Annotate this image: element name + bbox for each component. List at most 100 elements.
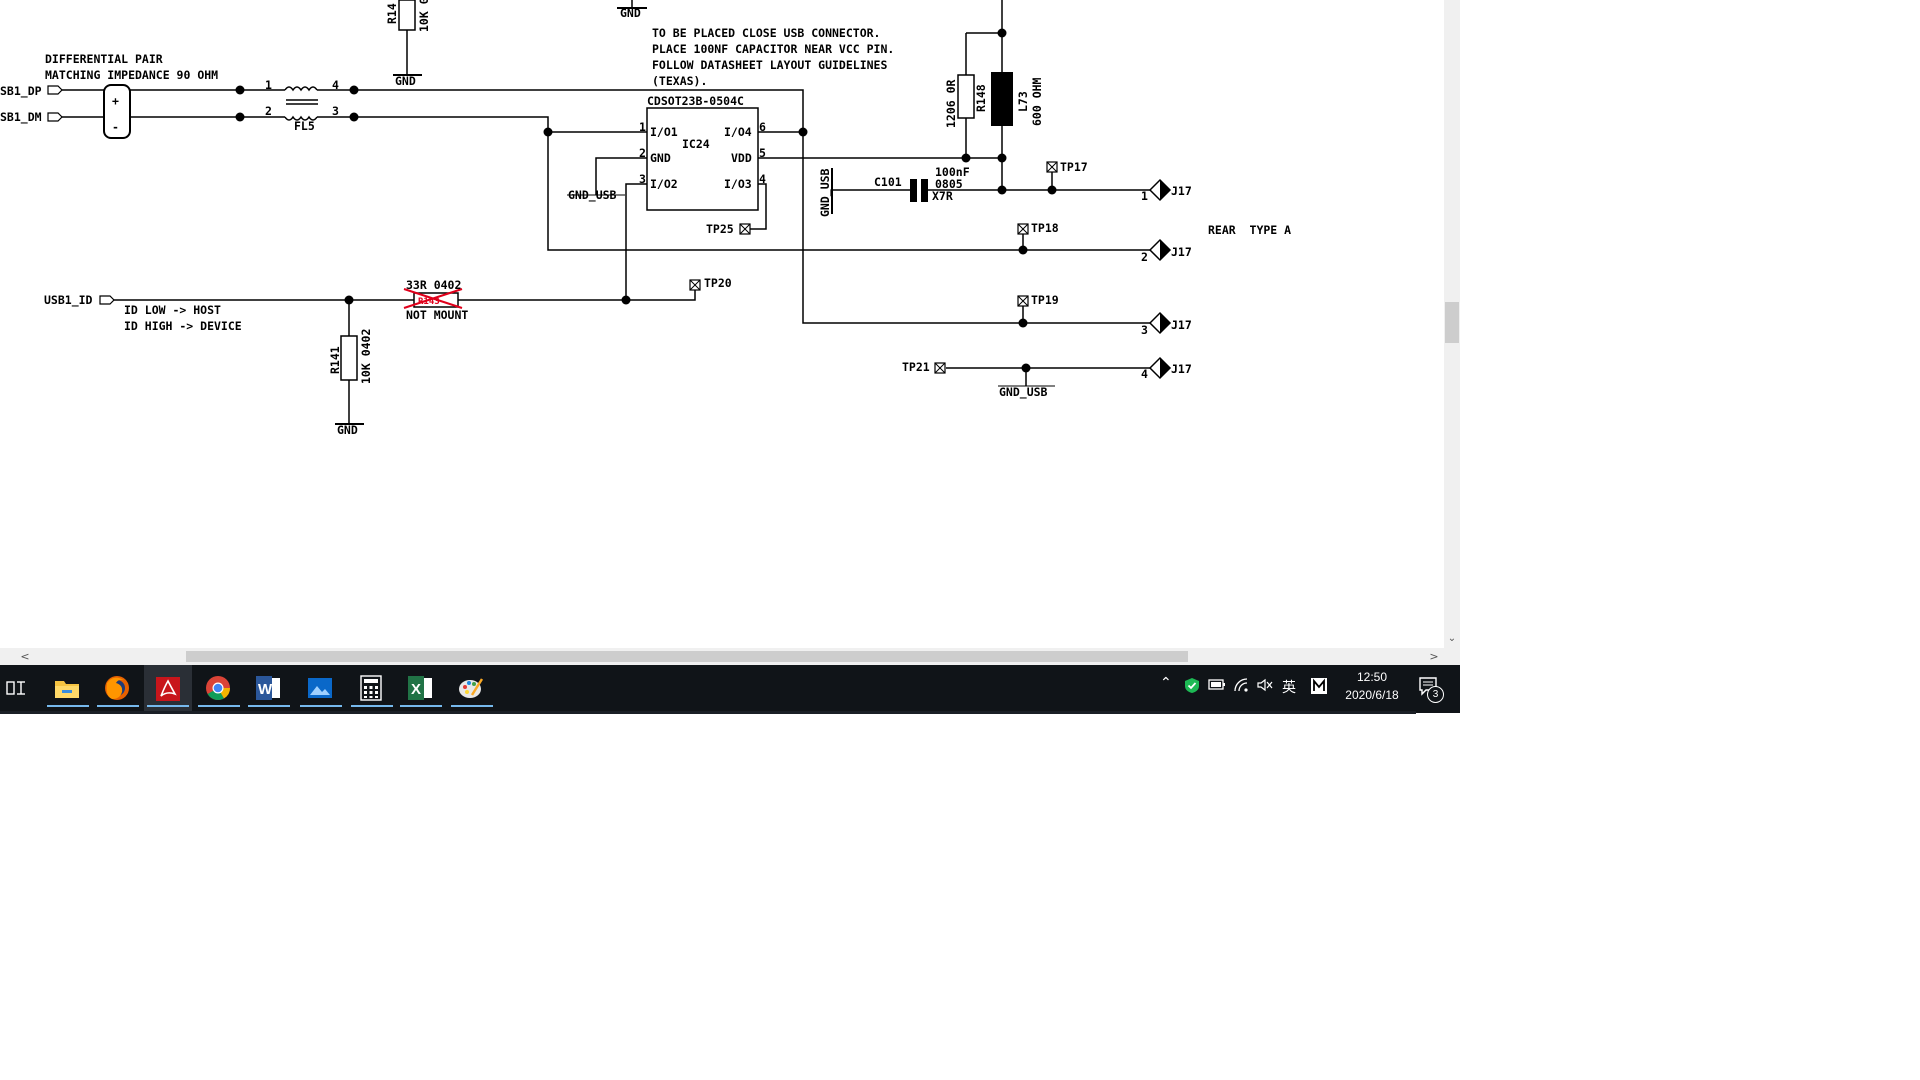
net-label-dn: SB1_DM — [0, 110, 42, 125]
r148-ref-label: R148 — [974, 84, 988, 112]
l73-body — [991, 72, 1013, 126]
j17-pin4-label: J17 — [1171, 362, 1192, 376]
net-label-dp: SB1_DP — [0, 84, 42, 99]
ime-mode-icon[interactable] — [1310, 677, 1328, 699]
acrobat-running-indicator — [147, 705, 189, 707]
file-explorer-icon[interactable] — [51, 672, 83, 704]
note-placement-1: TO BE PLACED CLOSE USB CONNECTOR. — [652, 26, 880, 40]
word-running-indicator — [248, 705, 290, 707]
fl5-label: FL5 — [294, 119, 315, 133]
ground-symbols — [335, 7, 1055, 425]
ic24-pin-io3: I/O3 — [724, 177, 752, 191]
note-placement-3: FOLLOW DATASHEET LAYOUT GUIDELINES — [652, 58, 887, 72]
gnd-label-r141: GND — [337, 423, 358, 437]
clock-time[interactable]: 12:50 — [1356, 670, 1388, 684]
file-explorer-running-indicator — [47, 705, 89, 707]
fl5-choke — [284, 86, 320, 121]
junction-dots — [235, 28, 1057, 373]
security-shield-icon[interactable] — [1184, 677, 1200, 698]
vertical-scroll-thumb[interactable] — [1445, 302, 1459, 343]
diff-pair-symbol — [103, 84, 131, 139]
tp18-label: TP18 — [1031, 221, 1059, 235]
wifi-icon[interactable] — [1233, 677, 1251, 697]
gnd-usb-label-ic: GND_USB — [568, 188, 617, 203]
ic24-pin2-num: 2 — [639, 146, 646, 160]
l73-ref-label: L73 — [1016, 91, 1030, 112]
schematic-canvas: + - — [0, 0, 1291, 437]
tp17-label: TP17 — [1060, 160, 1088, 174]
ime-language-indicator[interactable]: 英 — [1282, 680, 1296, 696]
battery-icon[interactable] — [1208, 677, 1226, 695]
scrollbar-corner — [1444, 648, 1460, 665]
c101-value-label: 100nF — [935, 165, 970, 179]
excel-running-indicator — [400, 705, 442, 707]
r141-value-label: 10K 0402 — [359, 329, 373, 384]
horizontal-scroll-thumb[interactable] — [186, 651, 1188, 662]
l73-value-label: 600 OHM — [1030, 77, 1044, 126]
ic24-pin-io4: I/O4 — [724, 125, 752, 139]
ic24-pin-vdd: VDD — [731, 151, 752, 165]
j17-pin2-label: J17 — [1171, 245, 1192, 259]
j17-pin1-label: J17 — [1171, 184, 1192, 198]
firefox-running-indicator — [97, 705, 139, 707]
gnd-label-top: GND — [620, 6, 641, 20]
ic24-ref-label: IC24 — [682, 137, 710, 151]
note-impedance: MATCHING IMPEDANCE 90 OHM — [45, 68, 218, 82]
note-id-high: ID HIGH -> DEVICE — [124, 319, 242, 333]
tp20-label: TP20 — [704, 276, 732, 290]
svg-text:X: X — [411, 681, 421, 698]
r148-value-label: 1206 0R — [944, 79, 958, 128]
c101-plate-left — [910, 179, 917, 202]
paint-icon[interactable] — [455, 672, 487, 704]
r143-not-mount-label: NOT MOUNT — [406, 308, 468, 322]
gnd-usb-label-cap: GND_USB — [818, 168, 833, 217]
notification-count-badge: 3 — [1427, 686, 1444, 703]
calculator-running-indicator — [351, 705, 393, 707]
ic24-pin-gnd: GND — [650, 151, 671, 165]
note-diff-pair: DIFFERENTIAL PAIR — [45, 52, 163, 66]
j17-connector-pins — [1148, 178, 1172, 380]
svg-text:+: + — [112, 94, 119, 108]
tp19-label: TP19 — [1031, 293, 1059, 307]
j17-pin1-num: 1 — [1141, 189, 1148, 203]
r148-body — [957, 74, 975, 119]
j17-pin3-num: 3 — [1141, 323, 1148, 337]
c101-dielectric-label: X7R — [932, 189, 953, 203]
clock-date[interactable]: 2020/6/18 — [1345, 688, 1399, 702]
ic24-pin-io1: I/O1 — [650, 125, 678, 139]
firefox-icon[interactable] — [101, 672, 133, 704]
task-view-icon[interactable] — [0, 672, 32, 704]
fl5-pin1: 1 — [265, 78, 272, 92]
chrome-icon[interactable] — [202, 672, 234, 704]
ic24-pin3-num: 3 — [639, 172, 646, 186]
net-ports — [47, 85, 115, 305]
c101-ref-label: C101 — [874, 175, 902, 189]
r14x-ref-label: R14 — [385, 3, 399, 24]
chrome-running-indicator — [198, 705, 240, 707]
test-points — [689, 161, 1058, 374]
j17-pin2-num: 2 — [1141, 250, 1148, 264]
wires — [62, 0, 1150, 424]
r14x-body — [398, 0, 416, 31]
scroll-down-icon[interactable]: ⌄ — [1447, 633, 1457, 644]
r143-ref-label: R143 — [418, 297, 440, 307]
volume-muted-icon[interactable] — [1256, 677, 1274, 697]
chevron-up-icon[interactable]: ⌃ — [1160, 675, 1172, 691]
fl5-pin4: 4 — [332, 78, 339, 92]
scroll-left-icon[interactable]: < — [20, 650, 30, 663]
schematic-viewer[interactable]: + - — [0, 0, 1444, 648]
tp21-label: TP21 — [902, 360, 930, 374]
fl5-pin2: 2 — [265, 104, 272, 118]
gnd-label-r14x: GND — [395, 74, 416, 88]
photos-icon[interactable] — [304, 672, 336, 704]
calculator-icon[interactable] — [355, 672, 387, 704]
scroll-right-icon[interactable]: > — [1429, 650, 1439, 663]
r14x-value-label: 10K 0 — [417, 0, 431, 32]
notification-center-icon[interactable] — [1418, 676, 1440, 702]
word-icon[interactable]: W — [252, 672, 284, 704]
gnd-usb-label-j17: GND_USB — [999, 385, 1048, 400]
note-rear-type-a: REAR TYPE A — [1208, 223, 1291, 237]
ic24-pin6-num: 6 — [759, 120, 766, 134]
j17-pin4-num: 4 — [1141, 367, 1148, 381]
excel-icon[interactable]: X — [404, 672, 436, 704]
